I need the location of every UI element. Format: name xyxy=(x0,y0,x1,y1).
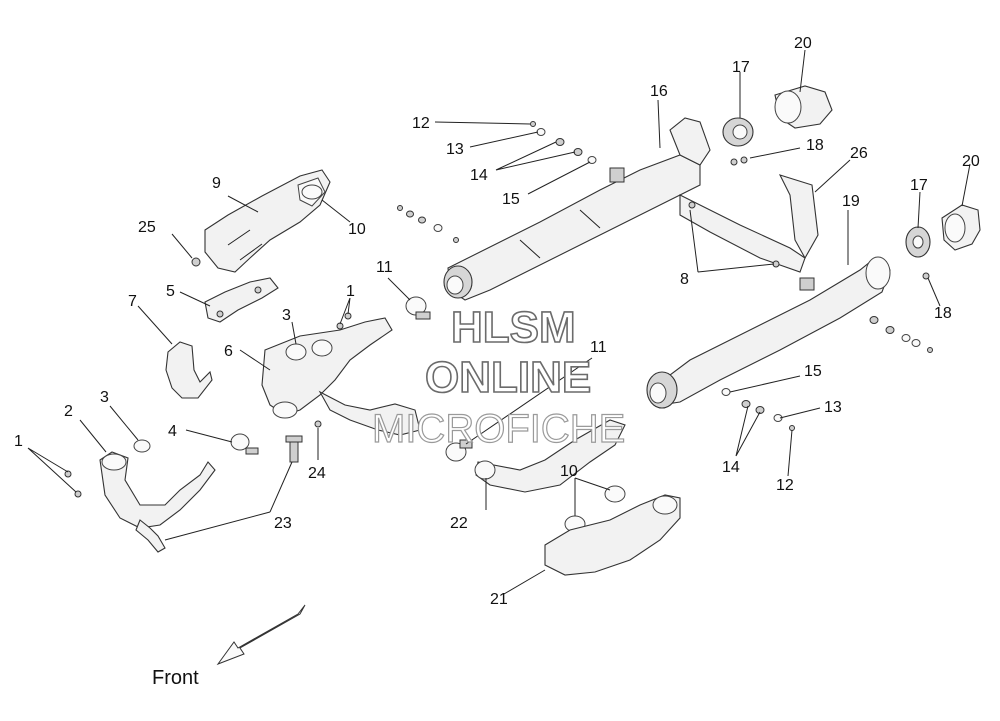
bolt-25 xyxy=(191,257,201,267)
tip-20-lower xyxy=(941,204,981,251)
callout-6: 6 xyxy=(224,343,233,360)
callout-1: 1 xyxy=(14,433,23,450)
watermark: HLSM ONLINE MICROFICHE xyxy=(371,302,626,451)
watermark-line-3: MICROFICHE xyxy=(372,407,625,451)
front-label: Front xyxy=(152,667,199,689)
connector-pipe-22 xyxy=(474,419,626,493)
bolt-18a xyxy=(730,158,738,166)
callout-12: 12 xyxy=(776,477,794,494)
callout-12: 12 xyxy=(412,115,430,132)
callout-25: 25 xyxy=(138,219,156,236)
hardware-right-row xyxy=(869,316,933,353)
watermark-line-1: HLSM xyxy=(451,303,576,352)
callout-11: 11 xyxy=(590,339,607,356)
clamp-4 xyxy=(230,433,259,455)
header-pipe-2 xyxy=(99,451,216,553)
callout-15: 15 xyxy=(502,191,520,208)
bolt-8a xyxy=(688,201,696,209)
callout-20: 20 xyxy=(794,35,812,52)
front-arrow xyxy=(216,604,306,666)
end-cap-17-upper xyxy=(722,117,754,147)
callout-20: 20 xyxy=(962,153,980,170)
callout-3: 3 xyxy=(100,389,109,406)
callout-3: 3 xyxy=(282,307,291,324)
hardware-left-bolts xyxy=(64,312,352,498)
hardware-left-row xyxy=(397,205,459,243)
callout-13: 13 xyxy=(446,141,464,158)
callout-11: 11 xyxy=(376,259,393,276)
callout-2: 2 xyxy=(64,403,73,420)
bolt-18b xyxy=(740,156,748,164)
bolt-18c xyxy=(922,272,930,280)
callout-9: 9 xyxy=(212,175,221,192)
callout-10: 10 xyxy=(348,221,366,238)
callout-19: 19 xyxy=(842,193,860,210)
heat-shield-5 xyxy=(204,277,279,323)
o2-sensor-23 xyxy=(285,435,303,463)
muffler-16 xyxy=(443,154,701,301)
gasket-3-left xyxy=(133,439,151,453)
hardware-lower-stack xyxy=(721,388,795,431)
callout-10: 10 xyxy=(560,463,578,480)
end-cap-17-lower xyxy=(905,226,931,258)
callout-21: 21 xyxy=(490,591,508,608)
callout-14: 14 xyxy=(470,167,488,184)
callout-18: 18 xyxy=(806,137,824,154)
callout-5: 5 xyxy=(166,283,175,300)
heat-shield-21 xyxy=(544,494,681,576)
muffler-19 xyxy=(646,256,891,409)
callout-16: 16 xyxy=(650,83,668,100)
hardware-upper-stack xyxy=(530,121,597,164)
bracket-26 xyxy=(669,117,819,273)
watermark-line-2: ONLINE xyxy=(425,353,591,402)
callout-labels: 1 1 2 3 3 4 5 6 7 8 9 10 10 11 11 12 12 … xyxy=(14,35,980,608)
callout-23: 23 xyxy=(274,515,292,532)
callout-4: 4 xyxy=(168,423,177,440)
heat-shield-9 xyxy=(204,169,331,273)
tip-20-upper xyxy=(774,85,833,129)
clamp-11-upper xyxy=(405,296,431,320)
callout-14: 14 xyxy=(722,459,740,476)
callout-26: 26 xyxy=(850,145,868,162)
callout-24: 24 xyxy=(308,465,326,482)
callout-18: 18 xyxy=(934,305,952,322)
callout-17: 17 xyxy=(732,59,750,76)
leader-lines xyxy=(27,49,971,595)
callout-15: 15 xyxy=(804,363,822,380)
callout-17: 17 xyxy=(910,177,928,194)
exhaust-manifold-6 xyxy=(261,317,421,436)
callout-1: 1 xyxy=(346,283,355,300)
bolt-24 xyxy=(314,420,322,428)
callout-7: 7 xyxy=(128,293,137,310)
callout-13: 13 xyxy=(824,399,842,416)
callout-22: 22 xyxy=(450,515,468,532)
heat-shield-7 xyxy=(165,341,213,399)
callout-8: 8 xyxy=(680,271,689,288)
